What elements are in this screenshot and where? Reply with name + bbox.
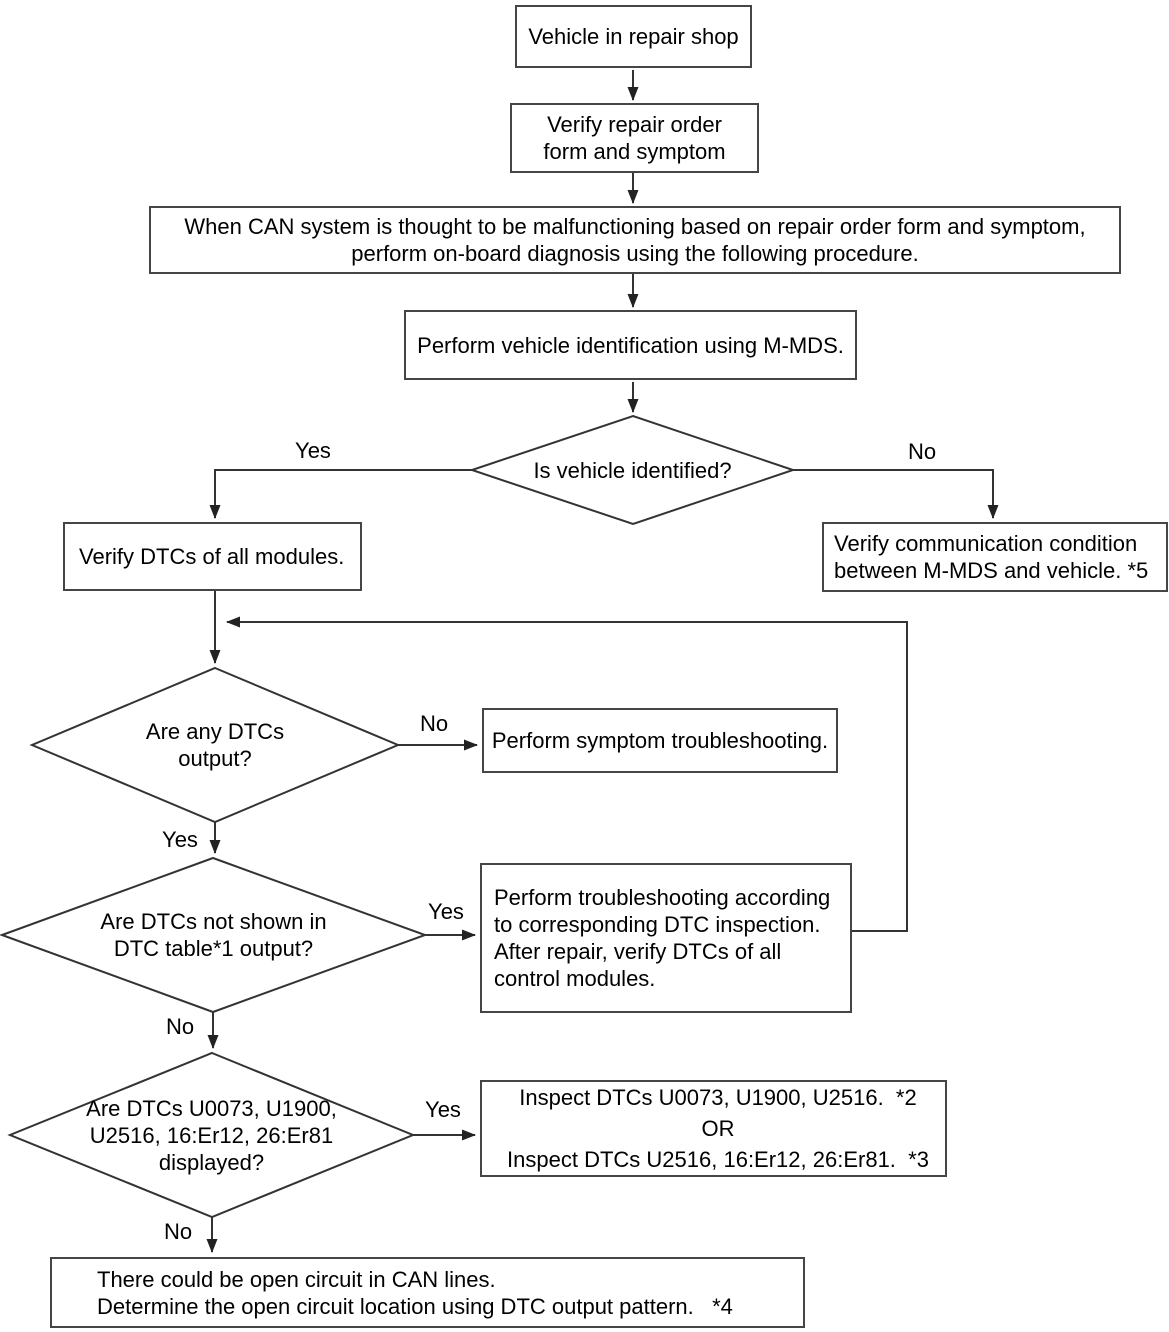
label-displayed-no: No bbox=[163, 1219, 193, 1244]
process-verify-dtcs-all-modules-text: Verify DTCs of all modules. bbox=[79, 544, 345, 569]
connector-identified-yes-branch bbox=[209, 469, 472, 519]
process-perform-symptom-troubleshooting-text: Perform symptom troubleshooting. bbox=[491, 728, 829, 753]
connector-identified-no-branch bbox=[793, 469, 999, 519]
process-when-can-malfunctioning-text: When CAN system is thought to be malfunc… bbox=[184, 214, 1086, 266]
label-identified-yes: Yes bbox=[295, 438, 331, 463]
process-inspect-dtcs-or: OR bbox=[701, 1116, 735, 1141]
decision-diamond-are-dtcs-displayed bbox=[7, 1051, 416, 1219]
process-vehicle-in-repair-shop-text: Vehicle in repair shop bbox=[528, 24, 739, 49]
process-perform-dtc-troubleshooting-text: Perform troubleshooting according to cor… bbox=[494, 885, 831, 991]
process-inspect-dtcs-line1: Inspect DTCs U0073, U1900, U2516. *2 bbox=[519, 1085, 917, 1110]
process-perform-dtc-troubleshooting: Perform troubleshooting according to cor… bbox=[480, 863, 852, 1013]
label-not-shown-no: No bbox=[165, 1014, 195, 1039]
label-displayed-yes: Yes bbox=[425, 1097, 461, 1122]
process-perform-vehicle-identification: Perform vehicle identification using M-M… bbox=[404, 310, 857, 380]
process-inspect-dtcs: Inspect DTCs U0073, U1900, U2516. *2 OR … bbox=[480, 1080, 947, 1177]
process-perform-vehicle-identification-text: Perform vehicle identification using M-M… bbox=[417, 332, 844, 358]
decision-diamond-is-vehicle-identified bbox=[468, 414, 797, 526]
label-any-dtcs-no: No bbox=[419, 711, 449, 736]
process-vehicle-in-repair-shop: Vehicle in repair shop bbox=[515, 5, 752, 68]
connector-feedback-loop bbox=[226, 616, 908, 932]
process-verify-communication-condition: Verify communication condition between M… bbox=[822, 522, 1168, 592]
label-not-shown-yes: Yes bbox=[428, 899, 464, 924]
decision-diamond-are-dtcs-not-shown bbox=[0, 856, 428, 1014]
label-identified-no: No bbox=[907, 439, 937, 464]
process-open-circuit-note-text: There could be open circuit in CAN lines… bbox=[97, 1266, 733, 1319]
process-verify-repair-order-text: Verify repair order form and symptom bbox=[543, 112, 726, 164]
process-inspect-dtcs-line2: Inspect DTCs U2516, 16:Er12, 26:Er81. *3 bbox=[507, 1147, 929, 1172]
process-perform-symptom-troubleshooting: Perform symptom troubleshooting. bbox=[482, 708, 838, 773]
process-verify-communication-condition-text: Verify communication condition between M… bbox=[834, 531, 1149, 583]
process-open-circuit-note: There could be open circuit in CAN lines… bbox=[50, 1257, 805, 1328]
decision-diamond-are-any-dtcs-output bbox=[29, 666, 401, 824]
process-verify-repair-order: Verify repair order form and symptom bbox=[510, 103, 759, 173]
process-when-can-malfunctioning: When CAN system is thought to be malfunc… bbox=[149, 206, 1121, 274]
label-any-dtcs-yes: Yes bbox=[162, 827, 198, 852]
process-verify-dtcs-all-modules: Verify DTCs of all modules. bbox=[63, 522, 362, 591]
